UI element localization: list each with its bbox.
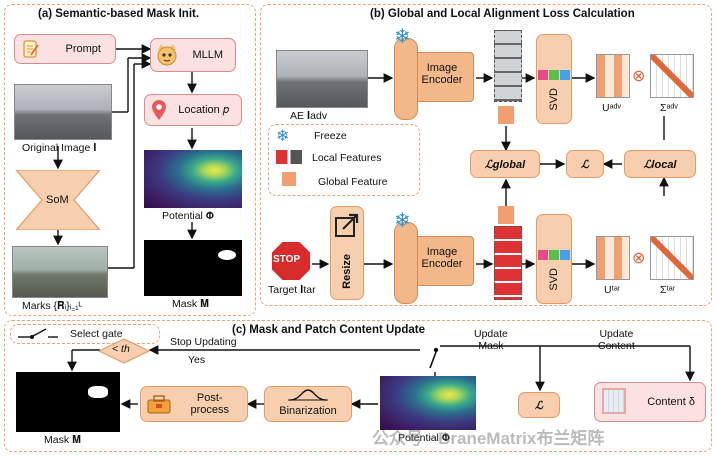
local-loss-label: ℒlocal bbox=[643, 158, 677, 171]
switch-gate-icon bbox=[429, 347, 439, 369]
mask-c-label: Mask 𝐌 bbox=[44, 434, 82, 446]
panel-mask-patch-update bbox=[4, 320, 712, 452]
legend-global-label: Global Feature bbox=[318, 176, 388, 188]
sigma-tar-matrix bbox=[650, 236, 694, 280]
panel-alignment-loss bbox=[260, 4, 712, 306]
location-box: Location 𝑝 bbox=[144, 94, 242, 126]
threshold-diamond bbox=[98, 338, 150, 364]
original-image bbox=[14, 84, 112, 140]
svd-top-label: SVD bbox=[548, 88, 560, 111]
u-adv-matrix bbox=[596, 54, 630, 98]
mask-image bbox=[144, 240, 242, 296]
legend-global-swatch bbox=[282, 172, 296, 186]
mask-white-blob bbox=[218, 250, 236, 260]
sigma-adv-matrix bbox=[650, 54, 694, 98]
som-label: SoM bbox=[46, 194, 69, 206]
svd-cells-top bbox=[538, 70, 570, 80]
potential-label: Potential 𝚽 bbox=[162, 210, 215, 222]
global-feature-top bbox=[498, 106, 514, 124]
panel-c-title: (c) Mask and Patch Content Update bbox=[232, 324, 425, 336]
binarization-box: Binarization bbox=[264, 386, 352, 422]
postprocess-box: Post-process bbox=[140, 386, 248, 422]
local-features-top bbox=[494, 30, 522, 102]
stop-updating-label: Stop Updating bbox=[170, 336, 237, 348]
otimes-icon-bottom: ⊗ bbox=[632, 250, 646, 267]
location-pin-icon bbox=[152, 100, 166, 120]
potential-heatmap bbox=[144, 150, 242, 208]
total-loss-box: ℒ bbox=[566, 150, 604, 178]
select-gate-legend bbox=[10, 324, 160, 344]
content-label: Content δ bbox=[647, 396, 695, 408]
image-encoder-bottom-label: Image Encoder bbox=[421, 246, 463, 270]
panel-semantic-mask-init bbox=[4, 4, 256, 316]
binarization-curve-icon bbox=[288, 389, 328, 401]
snowflake-icon-bottom: ❄ bbox=[394, 210, 411, 232]
resize-label: Resize bbox=[341, 254, 353, 289]
legend-box bbox=[268, 124, 420, 196]
yes-label: Yes bbox=[188, 354, 206, 366]
stop-sign bbox=[270, 240, 312, 282]
local-features-bottom bbox=[494, 226, 522, 300]
mask-c-white-blob bbox=[88, 386, 108, 398]
svd-cells-bottom bbox=[538, 250, 570, 260]
global-feature-bottom bbox=[498, 206, 514, 224]
otimes-icon-top: ⊗ bbox=[632, 68, 646, 85]
prompt-label: Prompt bbox=[65, 43, 101, 55]
legend-local-label: Local Features bbox=[312, 152, 382, 164]
content-patch-icon bbox=[602, 388, 626, 414]
local-loss-box: ℒlocal bbox=[624, 150, 696, 178]
toolbox-icon bbox=[147, 395, 171, 414]
panel-b-title: (b) Global and Local Alignment Loss Calc… bbox=[370, 8, 635, 20]
robot-cat-icon bbox=[157, 44, 177, 66]
sigma-adv-label: Σᵃᵈᵛ bbox=[660, 102, 678, 114]
potential-c-label: Potential 𝚽 bbox=[398, 432, 451, 444]
image-encoder-top-label: Image Encoder bbox=[421, 62, 463, 86]
select-gate-icon bbox=[18, 328, 58, 339]
snowflake-icon-top: ❄ bbox=[394, 26, 411, 48]
panel-a-title: (a) Semantic-based Mask Init. bbox=[38, 8, 200, 20]
ae-label: AE 𝐈adv bbox=[290, 110, 328, 122]
select-gate-label: Select gate bbox=[70, 328, 123, 340]
loss-c-label: ℒ bbox=[535, 399, 543, 412]
marks-label: Marks {𝐑ᵢ}ᵢ₌₁ᴸ bbox=[22, 300, 83, 312]
u-tar-matrix bbox=[596, 236, 630, 280]
global-loss-box: ℒglobal bbox=[470, 150, 540, 178]
original-image-label: Original Image 𝐈 bbox=[22, 142, 97, 154]
resize-icon bbox=[335, 213, 359, 237]
marks-image bbox=[12, 246, 108, 298]
svd-bottom-label: SVD bbox=[548, 268, 560, 291]
u-tar-label: Uᵗᵃʳ bbox=[604, 284, 621, 296]
snowflake-icon-legend: ❄ bbox=[276, 128, 290, 145]
loss-box-c: ℒ bbox=[518, 392, 560, 418]
global-loss-label: ℒglobal bbox=[484, 158, 526, 171]
location-label: Location 𝑝 bbox=[178, 103, 229, 116]
stop-sign-label: STOP bbox=[273, 254, 301, 265]
image-encoder-bottom-body bbox=[394, 222, 418, 304]
image-encoder-top-body bbox=[394, 38, 418, 120]
mllm-label: MLLM bbox=[192, 49, 223, 61]
watermark: 公众号 · BraneMatrix布兰矩阵 bbox=[372, 429, 605, 448]
notepad-icon bbox=[23, 40, 39, 58]
postprocess-label: Post-process bbox=[190, 392, 229, 416]
u-adv-label: Uᵃᵈᵛ bbox=[602, 102, 621, 114]
mask-image-c bbox=[16, 372, 120, 432]
sigma-tar-label: Σᵗᵃʳ bbox=[660, 284, 676, 296]
legend-local-swatch bbox=[276, 150, 302, 164]
target-label: Target 𝐈tar bbox=[268, 284, 316, 296]
legend-freeze-label: Freeze bbox=[314, 130, 347, 142]
threshold-label: < th bbox=[112, 343, 130, 355]
mask-label: Mask 𝐌 bbox=[172, 298, 210, 310]
ae-image bbox=[276, 50, 368, 108]
potential-heatmap-c bbox=[380, 376, 476, 430]
total-loss-label: ℒ bbox=[581, 158, 589, 171]
som-hourglass bbox=[16, 170, 100, 230]
binarization-label: Binarization bbox=[279, 405, 337, 417]
